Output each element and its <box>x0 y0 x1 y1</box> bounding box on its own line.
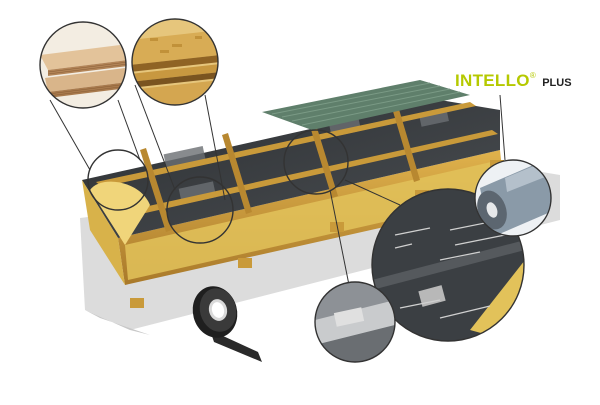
detail-tape-closeup <box>314 281 396 363</box>
tape-roll-icon <box>192 286 262 362</box>
membrane-roll-icon <box>474 159 552 237</box>
product-variant: PLUS <box>542 77 572 89</box>
product-logo: INTELLO® PLUS <box>455 71 572 93</box>
detail-plywood <box>39 21 127 109</box>
leader-lines <box>49 84 506 291</box>
registered-mark: ® <box>529 71 536 80</box>
product-name: INTELLO <box>455 71 530 90</box>
detail-osb <box>131 18 219 106</box>
callout-markers <box>87 129 349 244</box>
roof-structure <box>82 80 505 308</box>
